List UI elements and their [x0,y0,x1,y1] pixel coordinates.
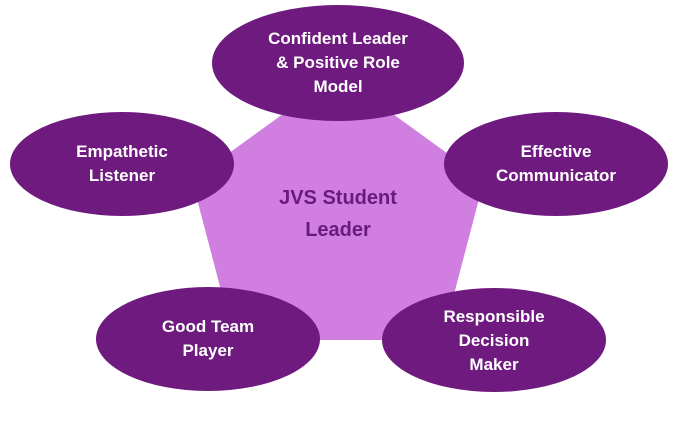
center-pentagon [192,74,484,340]
node-ellipse-left [10,112,234,216]
node-top-line-2: & Positive Role [276,53,400,72]
node-ellipse-right [444,112,668,216]
node-bottom-left-line-2: Player [182,341,234,360]
node-label-right: Effective Communicator [456,130,656,198]
node-top-line-3: Model [313,77,363,96]
node-right-line-1: Effective [520,142,592,161]
node-ellipse-bottom-left [96,287,320,391]
node-top-line-1: Confident Leader [268,29,408,48]
center-title-line-1: JVS Student [279,187,397,209]
center-title: JVS Student Leader [228,180,448,248]
node-ellipse-top [212,5,464,121]
node-right-line-2: Communicator [496,166,616,185]
node-label-top: Confident Leader & Positive Role Model [218,20,458,106]
node-label-left: Empathetic Listener [22,130,222,198]
node-bottom-right-line-3: Maker [469,355,519,374]
node-label-bottom-left: Good Team Player [108,305,308,373]
node-ellipse-bottom-right [382,288,606,392]
node-left-line-2: Listener [88,166,156,185]
center-title-line-2: Leader [305,219,371,241]
node-label-bottom-right: Responsible Decision Maker [394,298,594,384]
node-left-line-1: Empathetic [76,142,168,161]
node-bottom-right-line-2: Decision [458,331,530,350]
node-bottom-left-line-1: Good Team [161,317,255,336]
node-bottom-right-line-1: Responsible [443,307,545,326]
